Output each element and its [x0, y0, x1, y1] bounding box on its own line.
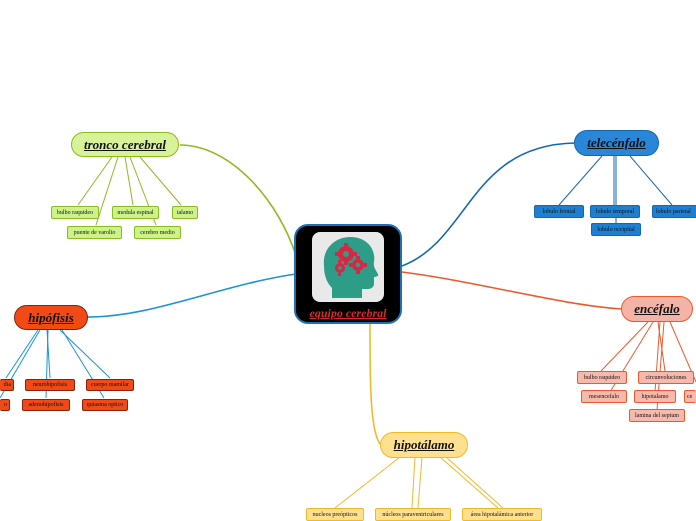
topic-telencefalo[interactable]: telecénfalo: [574, 130, 659, 156]
subtopic-nucleos-paraventriculares[interactable]: núcleos paraventriculares: [375, 508, 451, 521]
topic-hipotalamo[interactable]: hipotálamo: [380, 432, 468, 458]
subtopic-quiasma-optico[interactable]: quiasma optico: [82, 399, 128, 411]
topic-encefalo[interactable]: encéfalo: [621, 296, 693, 322]
connector-hipofisis: [86, 274, 296, 317]
subtopic-adenohipofisis[interactable]: adenohipofisis: [22, 399, 70, 411]
subtopic-cuerpo-mamilar[interactable]: cuerpo mamilar: [86, 379, 134, 391]
subtopic-area-hipotalamica-anterior[interactable]: área hipotalámica anterior: [462, 508, 542, 521]
subtopic-medula-espinal[interactable]: medula espinal: [112, 206, 159, 219]
topic-tronco-cerebral[interactable]: tronco cerebral: [71, 132, 179, 157]
subtopic-cerebro-medio[interactable]: cerebro medio: [134, 226, 181, 239]
subtopic-o-truncated[interactable]: o: [0, 399, 10, 411]
subtopic-bulbo-raquideo[interactable]: bulbo raquideo: [51, 206, 99, 219]
subtopic-lobulo-temporal[interactable]: lobulo temporal: [590, 205, 640, 218]
subtopic-puente-de-varolio[interactable]: puente de varolio: [67, 226, 122, 239]
subtopic-hipotalamo-encefalo[interactable]: hipotalamo: [634, 390, 676, 403]
connector-hipotalamo: [370, 324, 380, 444]
subtopic-nucleos-preopticos[interactable]: nucleos preópticos: [306, 508, 364, 521]
subtopic-talamo[interactable]: talamo: [172, 206, 198, 219]
central-topic[interactable]: equipo cerebral: [294, 224, 402, 324]
connector-encefalo: [402, 272, 622, 309]
central-topic-title: equipo cerebral: [296, 306, 400, 321]
topic-hipofisis[interactable]: hipófisis: [14, 305, 88, 330]
subtopic-dia-truncated[interactable]: dia: [0, 379, 14, 391]
subtopic-lobulo-occipital[interactable]: lobulo occipital: [591, 223, 641, 236]
hipotalamo-sub-connectors: [335, 457, 503, 508]
subtopic-lobulo-frontal[interactable]: lobulo frontal: [534, 205, 584, 218]
subtopic-neurohipofisis[interactable]: neurohipofisis: [25, 379, 75, 391]
subtopic-lamina-del-septum[interactable]: lamina del septum: [629, 409, 685, 422]
subtopic-bulbo-raquideo-encefalo[interactable]: bulbo raquideo: [577, 371, 627, 384]
head-gears-icon: [312, 232, 384, 302]
connector-tronco: [180, 145, 298, 262]
subtopic-circunvoluciones[interactable]: circunvoluciones: [638, 371, 694, 384]
subtopic-lobulo-parietal[interactable]: lobulo parietal: [652, 205, 696, 218]
subtopic-ce-truncated[interactable]: ce: [684, 390, 696, 403]
brain-logo: [312, 232, 384, 302]
subtopic-mesencefalo[interactable]: mesencefalo: [581, 390, 627, 403]
